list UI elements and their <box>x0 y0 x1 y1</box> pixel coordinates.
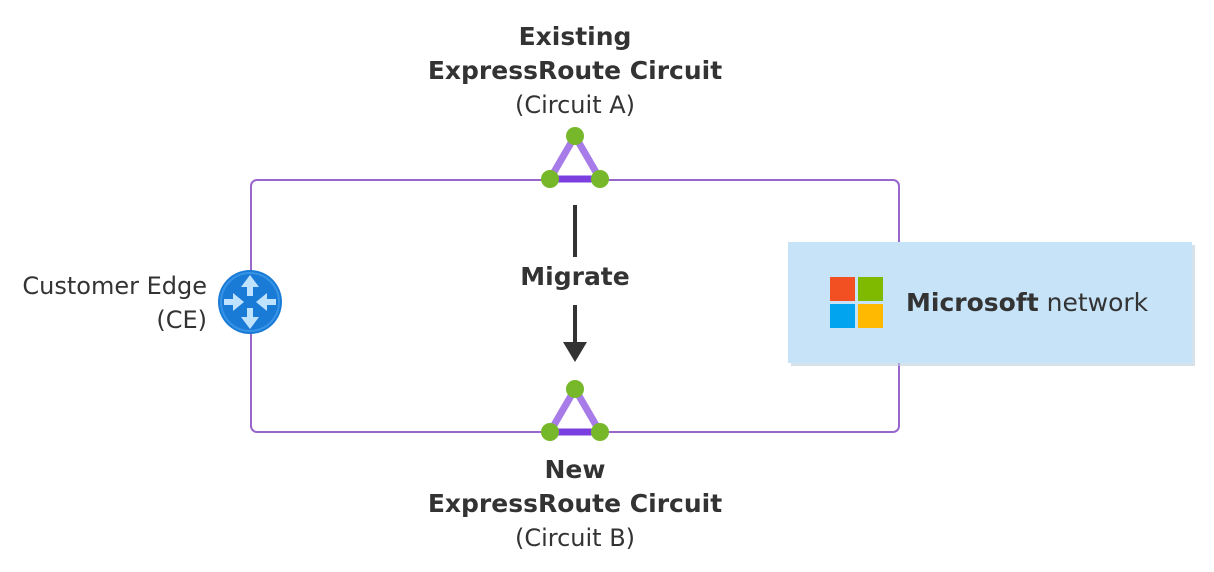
expressroute-circuit-icon <box>541 127 609 188</box>
arrow-head-icon <box>563 342 587 362</box>
expressroute-circuit-icon <box>541 380 609 441</box>
microsoft-network-label: Microsoft network <box>906 288 1149 317</box>
circuit-b-title: New <box>545 455 606 484</box>
migrate-label: Migrate <box>520 262 629 291</box>
customer-edge-abbrev: (CE) <box>156 306 207 334</box>
circuit-a-subtitle: ExpressRoute Circuit <box>428 56 722 85</box>
circuit-a-title: Existing <box>519 22 632 51</box>
router-icon <box>218 270 282 334</box>
microsoft-label-bold: Microsoft <box>906 288 1039 317</box>
customer-edge-label: Customer Edge <box>22 272 207 300</box>
circuit-b-id: (Circuit B) <box>515 524 635 552</box>
migrate-arrow: Migrate <box>520 205 630 362</box>
microsoft-network-panel: Microsoft network <box>788 242 1195 366</box>
circuit-b-subtitle: ExpressRoute Circuit <box>428 489 722 518</box>
circuit-a-id: (Circuit A) <box>515 91 635 119</box>
microsoft-label-rest: network <box>1039 288 1149 317</box>
microsoft-logo-icon <box>830 277 883 328</box>
